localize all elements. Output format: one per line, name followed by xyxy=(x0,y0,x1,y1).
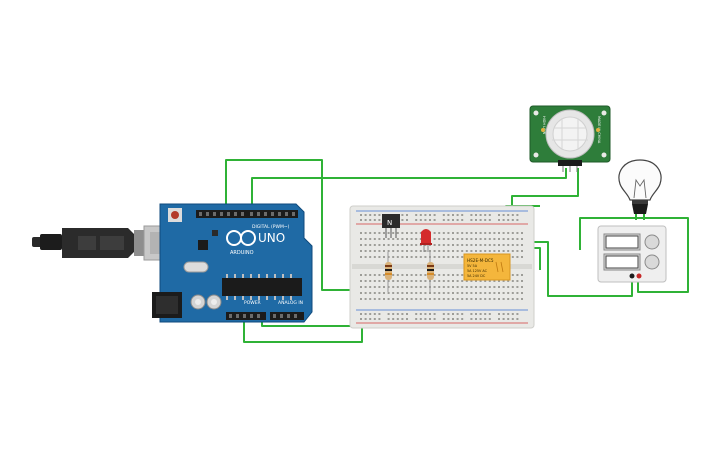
relay-line-3: 5A 24V DC xyxy=(467,274,486,278)
relay-title: HS2E-M-DC5 xyxy=(467,258,494,263)
supply-terminal-positive[interactable] xyxy=(636,273,642,279)
crystal xyxy=(183,261,209,273)
transistor-label: N xyxy=(387,219,392,227)
supply-knob-current[interactable] xyxy=(644,254,660,270)
pir-sensor[interactable]: HIGH LOW MADE IN CHINA xyxy=(529,105,611,172)
supply-terminal-negative[interactable] xyxy=(629,273,635,279)
power-label: POWER xyxy=(244,300,261,306)
power-supply-icon[interactable] xyxy=(597,225,667,283)
arduino-logo: UNO ARDUINO xyxy=(226,230,285,256)
arduino-uno-board[interactable]: DIGITAL (PWM~) UNO ARDUINO xyxy=(152,203,313,323)
arduino-brand-text: ARDUINO xyxy=(230,250,254,256)
wire-pir-vcc[interactable] xyxy=(251,168,567,214)
npn-transistor[interactable]: N xyxy=(382,214,400,238)
digital-header[interactable] xyxy=(196,210,298,218)
resistor-1[interactable] xyxy=(385,252,392,292)
atmega-chip xyxy=(222,278,302,296)
supply-knob-voltage[interactable] xyxy=(644,234,660,250)
uno-logo-text: UNO xyxy=(258,231,285,245)
pir-text-left: HIGH LOW xyxy=(542,116,546,135)
relay-line-2: 5A 125V AC xyxy=(467,269,488,273)
wire-bulb-supply[interactable] xyxy=(579,217,689,293)
analog-label: ANALOG IN xyxy=(278,300,303,306)
light-bulb-icon[interactable] xyxy=(618,159,662,220)
center-channel xyxy=(352,264,532,269)
resistor-2[interactable] xyxy=(427,252,434,292)
digital-label: DIGITAL (PWM~) xyxy=(252,224,290,230)
relay[interactable]: HS2E-M-DC5 5V 5A 5A 125V AC 5A 24V DC xyxy=(463,253,511,281)
red-led[interactable] xyxy=(420,229,432,252)
relay-line-1: 5V 5A xyxy=(467,264,478,268)
